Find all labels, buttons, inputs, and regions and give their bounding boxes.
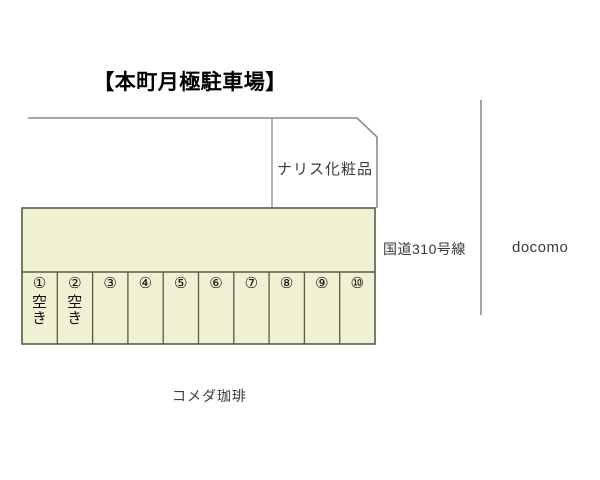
stall-1-vacant-char-1: 空 — [31, 294, 47, 311]
stall-2-vacant-char-2: き — [67, 310, 83, 328]
stall-number-3[interactable]: ③ — [103, 275, 117, 292]
stall-number-9[interactable]: ⑨ — [315, 275, 329, 292]
label-komeda-coffee: コメダ珈琲 — [172, 388, 247, 404]
stall-2-vacant-char-1: 空 — [67, 294, 83, 311]
stall-dividers — [56, 272, 341, 344]
stall-number-10[interactable]: ⑩ — [350, 275, 364, 292]
stall-number-7[interactable]: ⑦ — [244, 275, 259, 292]
property-outline — [28, 117, 378, 208]
label-docomo-shop: docomo — [512, 239, 569, 256]
page-title-text: 【本町月極駐車場】 — [93, 71, 287, 94]
stall-1-vacant-label: 空き — [22, 294, 57, 328]
page-title: 【本町月極駐車場】 — [0, 66, 600, 96]
stall-2-vacant-label: 空き — [57, 294, 92, 328]
label-route-310: 国道310号線 — [383, 241, 466, 257]
parking-lot-area — [21, 207, 376, 345]
label-naris-cosmetics: ナリス化粧品 — [277, 161, 374, 178]
outline-top-edge — [28, 117, 378, 208]
stall-number-8[interactable]: ⑧ — [279, 275, 294, 292]
stall-number-1[interactable]: ① — [32, 275, 47, 292]
stall-number-4[interactable]: ④ — [138, 275, 153, 292]
stall-number-2[interactable]: ② — [68, 275, 82, 292]
stall-number-5[interactable]: ⑤ — [173, 275, 188, 292]
stall-1-vacant-char-2: き — [31, 310, 47, 328]
stall-number-6[interactable]: ⑥ — [209, 275, 223, 292]
